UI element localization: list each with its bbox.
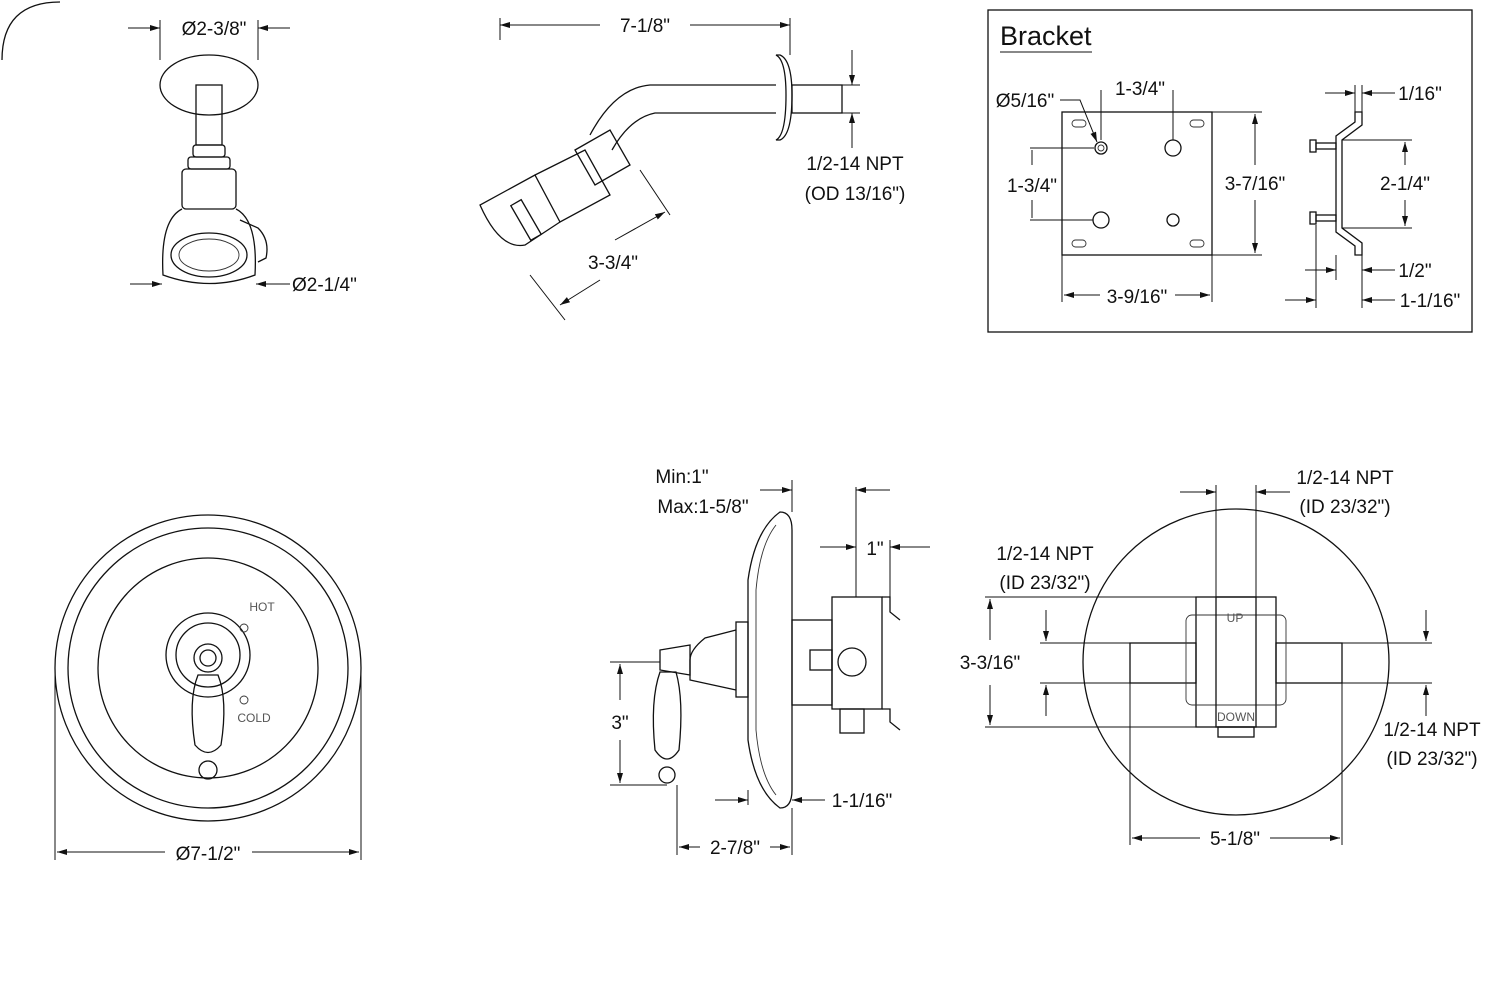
- dim-plate-depth: 1-1/16": [832, 791, 893, 812]
- dim-hole-spacing-v: 1-3/4": [1007, 176, 1057, 197]
- dim-projection: 2-7/8": [710, 838, 760, 859]
- dim-right-thread: 1/2-14 NPT: [1383, 720, 1481, 741]
- dim-arm-thread: 1/2-14 NPT: [806, 154, 904, 175]
- dim-handle-height: 3": [611, 713, 628, 734]
- dim-hole-diameter: Ø5/16": [996, 91, 1055, 112]
- shower-head-front-view: Ø2-3/8" Ø2-1/4": [128, 19, 357, 296]
- dim-arm-thread-od: (OD 13/16"): [805, 184, 906, 205]
- valve-rear-view: UP DOWN 1/2-14 NPT (ID 23/32") 1/2-14 NP…: [960, 468, 1481, 850]
- dim-head-length: 3-3/4": [588, 253, 638, 274]
- bracket-detail: Bracket Ø5/16" 1-3/4" 1-3/4" 3-7/16" 3-9…: [987, 9, 1473, 333]
- dim-hole-spacing-h: 1-3/4": [1115, 79, 1165, 100]
- dim-right-thread-id: (ID 23/32"): [1386, 749, 1477, 770]
- dim-rear-width: 5-1/8": [1210, 829, 1260, 850]
- dim-trim-diameter: Ø7-1/2": [176, 844, 241, 865]
- label-cold: COLD: [237, 711, 271, 725]
- label-hot: HOT: [249, 600, 275, 614]
- page-border: [1, 1, 61, 61]
- dim-arm-length: 7-1/8": [620, 16, 670, 37]
- dim-bracket-thickness: 1/16": [1398, 84, 1442, 105]
- dim-min: Min:1": [655, 467, 708, 488]
- bracket-title: Bracket: [1000, 21, 1092, 51]
- dim-bracket-span: 2-1/4": [1380, 174, 1430, 195]
- trim-front-view: HOT COLD Ø7-1/2": [54, 514, 362, 865]
- dim-head-bottom-diameter: Ø2-1/4": [292, 275, 357, 296]
- dim-left-thread-id: (ID 23/32"): [999, 573, 1090, 594]
- dim-max: Max:1-5/8": [657, 497, 748, 518]
- label-up: UP: [1227, 611, 1244, 625]
- label-down: DOWN: [1217, 710, 1255, 724]
- shower-arm-side-view: 7-1/8" 1/2-14 NPT (OD 13/16") 3-3/4": [479, 16, 906, 321]
- dim-bracket-depth: 1-1/16": [1400, 291, 1461, 312]
- dim-head-top-diameter: Ø2-3/8": [182, 19, 247, 40]
- dim-one-inch: 1": [866, 539, 883, 560]
- dim-top-thread: 1/2-14 NPT: [1296, 468, 1394, 489]
- dim-top-thread-id: (ID 23/32"): [1299, 497, 1390, 518]
- valve-side-view: Min:1" Max:1-5/8" 1" 3" 1-1/16" 2-7/8": [610, 467, 930, 859]
- dim-left-thread: 1/2-14 NPT: [996, 544, 1094, 565]
- dim-rear-height: 3-3/16": [960, 653, 1021, 674]
- dim-bracket-width: 3-9/16": [1107, 287, 1168, 308]
- dim-bracket-offset: 1/2": [1398, 261, 1431, 282]
- dim-bracket-height: 3-7/16": [1225, 174, 1286, 195]
